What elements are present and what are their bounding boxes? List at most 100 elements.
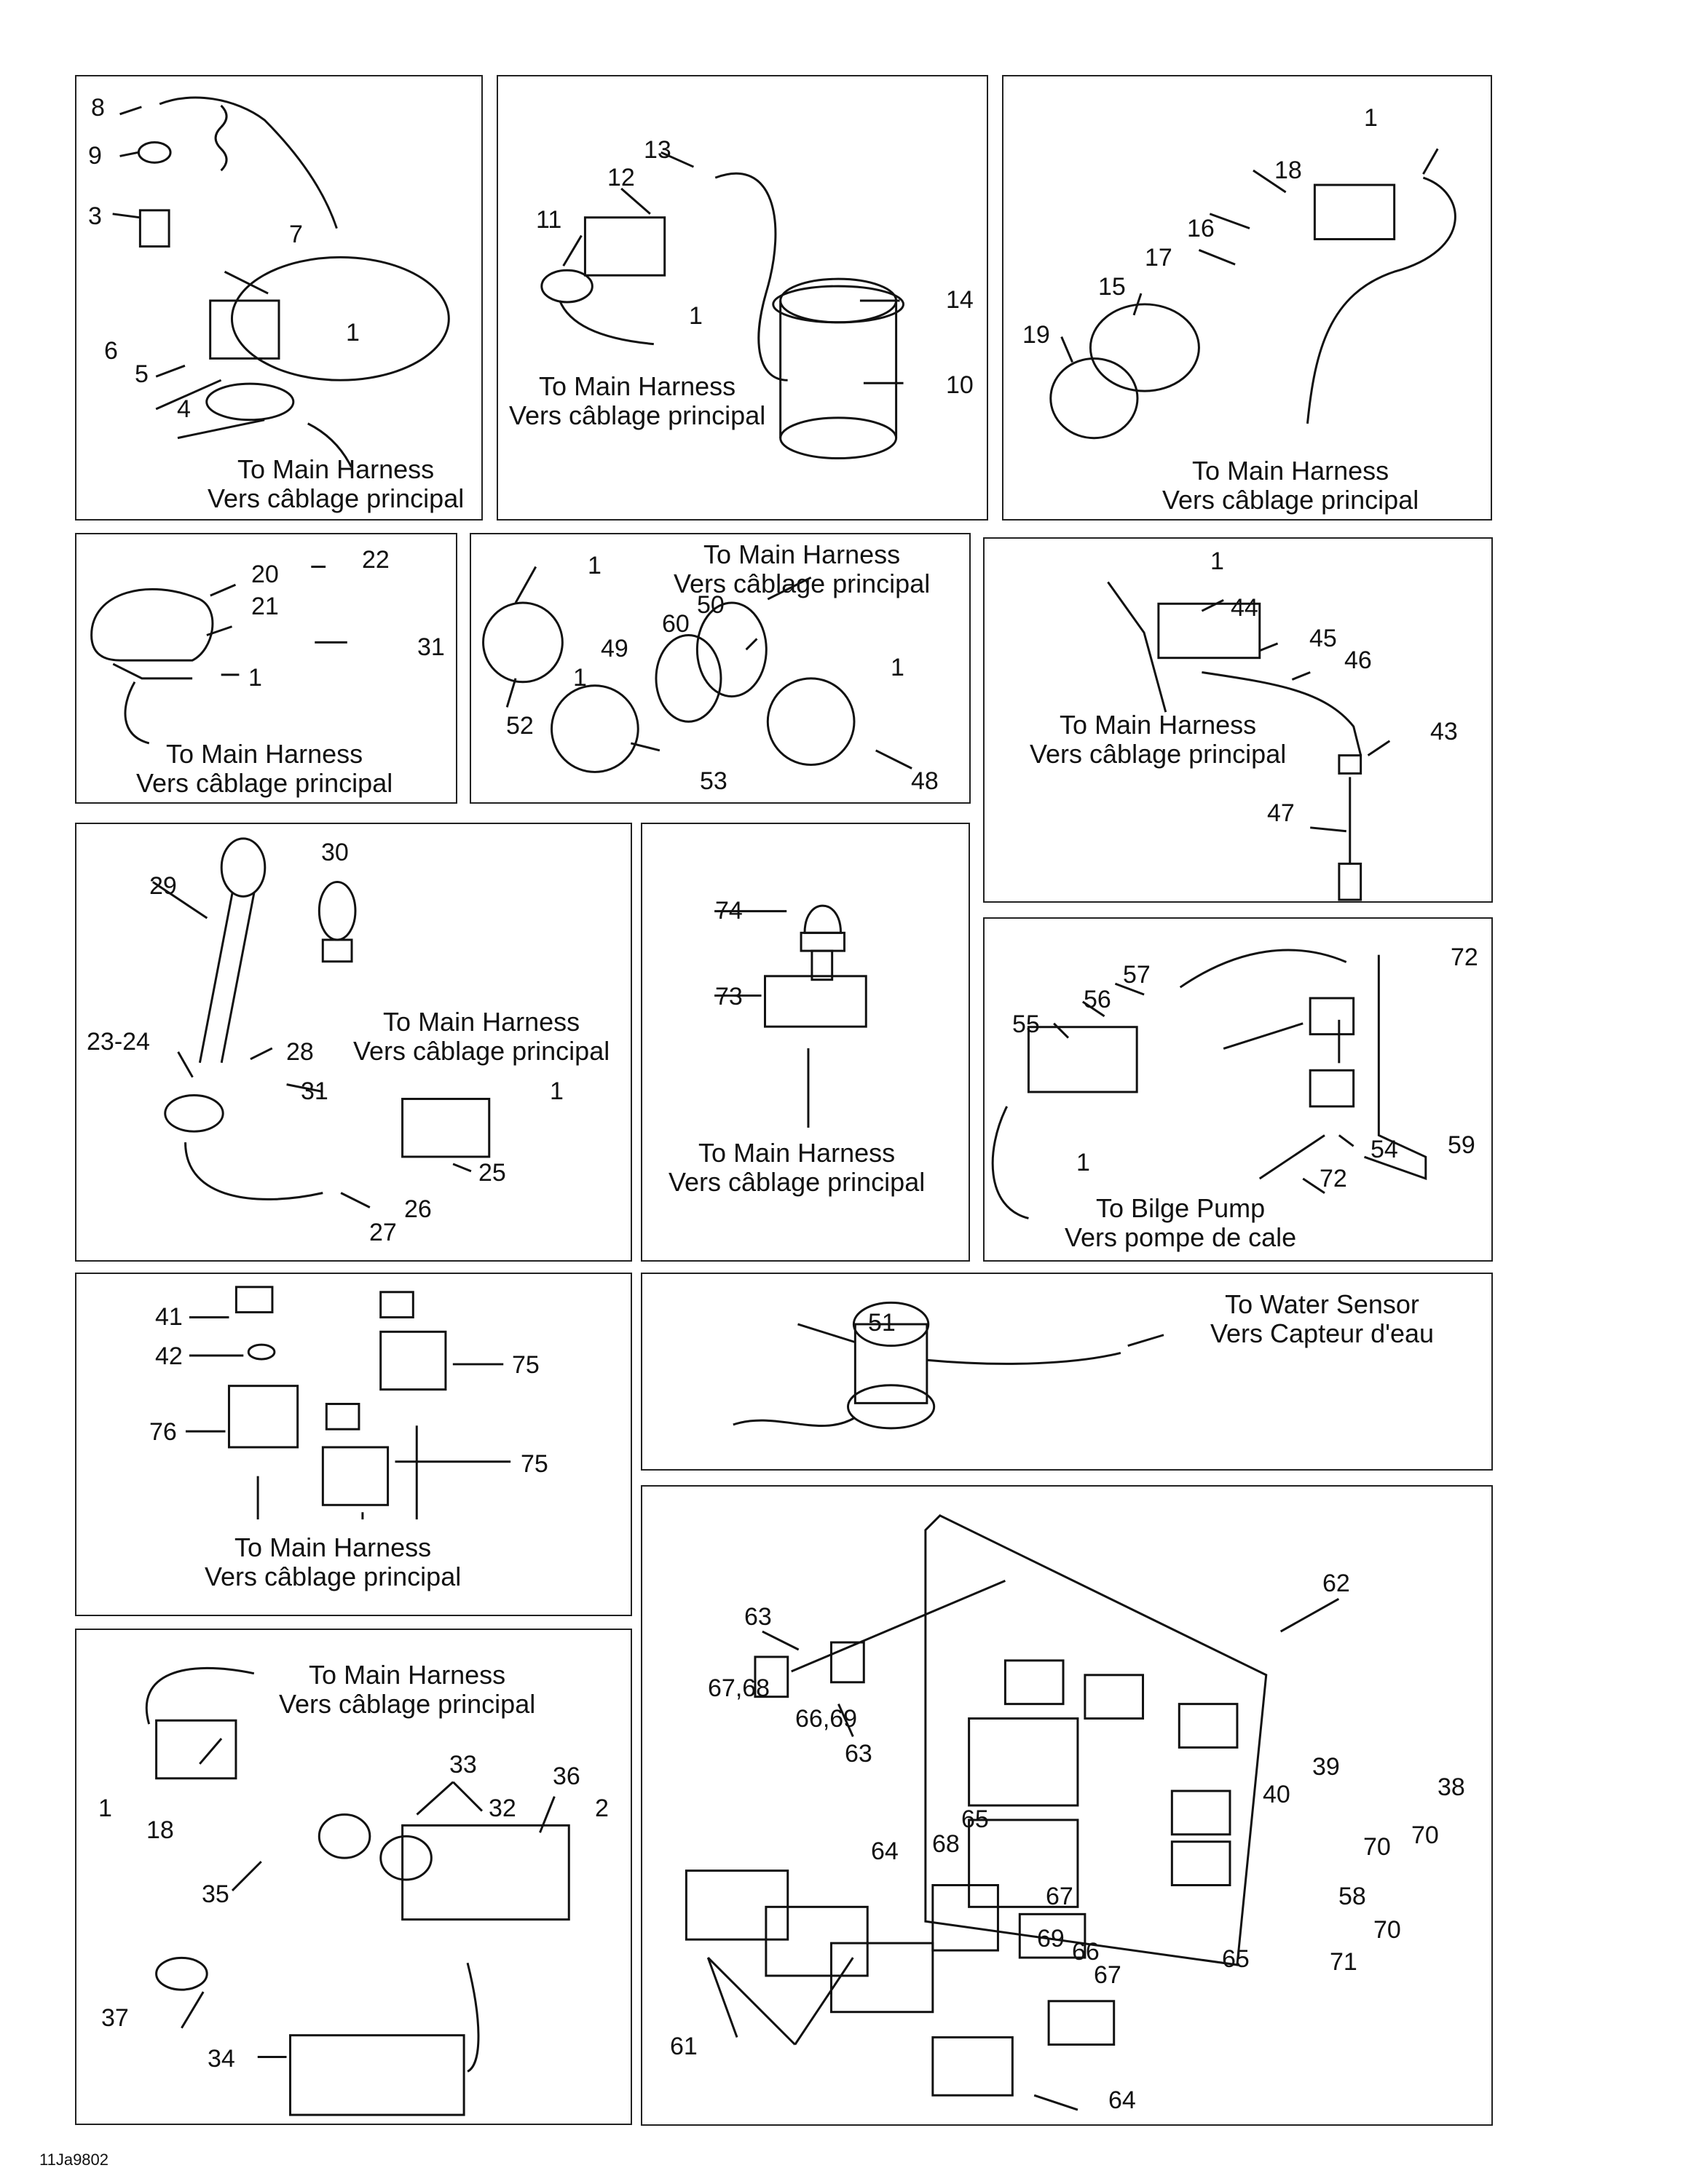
note-en: To Water Sensor	[1225, 1289, 1419, 1319]
callout-11: 11	[536, 206, 562, 234]
callout-68: 68	[932, 1830, 960, 1858]
callout-21: 21	[251, 593, 279, 620]
callout-1: 1	[1076, 1149, 1090, 1176]
fuel-sensor-drawing	[1107, 581, 1391, 901]
ecm-fuse-box-drawing	[685, 1514, 1340, 2111]
callout-16: 16	[1187, 215, 1215, 242]
lanyard-switch-drawing	[112, 96, 450, 467]
callout-1: 1	[689, 302, 703, 330]
callout-76: 76	[149, 1418, 177, 1446]
callout-66: 66	[1072, 1938, 1100, 1966]
bilge-pump-drawing	[733, 1301, 1164, 1430]
panel-temp-sensor: 1 18 16 17 15 19 To Main Harness Vers câ…	[1002, 75, 1492, 521]
callout-31: 31	[417, 633, 445, 661]
panel-gauges: 1 50 60 49 1 1 52 53 48 To Main Harness …	[470, 533, 971, 804]
callout-75: 75	[521, 1450, 548, 1478]
note-fr: Vers câblage principal	[136, 768, 393, 798]
figure-code: 11Ja9802	[39, 2151, 109, 2169]
callout-1: 1	[346, 319, 360, 347]
rotary-switches-drawing	[185, 1286, 511, 1520]
note-en: To Main Harness	[1060, 710, 1257, 740]
callout-41: 41	[155, 1303, 183, 1331]
callout-65: 65	[1222, 1945, 1250, 1973]
callout-22: 22	[362, 546, 390, 574]
callout-70: 70	[1363, 1833, 1391, 1861]
callout-9: 9	[88, 142, 102, 170]
callout-54: 54	[1370, 1136, 1398, 1163]
callout-67-68: 67,68	[708, 1674, 770, 1702]
note-fr: Vers câblage principal	[674, 569, 931, 598]
callout-67: 67	[1094, 1961, 1121, 1989]
callout-7: 7	[289, 221, 303, 248]
callout-72: 72	[1451, 943, 1478, 971]
nav-light-drawing	[90, 566, 347, 745]
callout-75: 75	[512, 1351, 540, 1379]
callout-32: 32	[489, 1795, 516, 1822]
callout-19: 19	[1022, 321, 1050, 349]
callout-14: 14	[946, 286, 974, 314]
callout-33: 33	[449, 1751, 477, 1779]
panel-lanyard-switch: 8 9 3 7 6 5 1 4 To Main Harness Vers câb…	[75, 75, 483, 521]
anchor-light-drawing	[152, 837, 491, 1208]
harness-note: To Main Harness Vers câblage principal	[1162, 456, 1419, 515]
callout-63: 63	[744, 1603, 772, 1631]
callout-62: 62	[1322, 1570, 1350, 1597]
speed-sensor-drawing	[540, 151, 905, 460]
callout-69: 69	[1037, 1925, 1065, 1952]
callout-58: 58	[1338, 1883, 1366, 1910]
callout-50: 50	[697, 591, 725, 619]
callout-2: 2	[595, 1795, 609, 1822]
callout-45: 45	[1309, 625, 1337, 652]
callout-1: 1	[1210, 547, 1224, 575]
callout-65: 65	[961, 1805, 989, 1833]
callout-12: 12	[607, 164, 635, 191]
horn-switch-drawing	[145, 1666, 570, 2116]
callout-53: 53	[700, 767, 727, 795]
callout-1: 1	[588, 552, 602, 579]
harness-note: To Main Harness Vers câblage principal	[279, 1661, 535, 1719]
panel-bilge-switch: 72 57 56 55 54 59 72 1 To Bilge Pump Ver…	[983, 917, 1493, 1262]
note-en: To Bilge Pump	[1096, 1193, 1266, 1223]
callout-20: 20	[251, 561, 279, 588]
callout-74: 74	[715, 897, 743, 925]
bilge-pump-note: To Bilge Pump Vers pompe de cale	[1065, 1194, 1296, 1252]
water-sensor-note: To Water Sensor Vers Capteur d'eau	[1210, 1290, 1434, 1348]
harness-note: To Main Harness Vers câblage principal	[669, 1139, 925, 1197]
note-fr: Vers câblage principal	[279, 1689, 536, 1719]
callout-36: 36	[553, 1762, 580, 1790]
note-en: To Main Harness	[383, 1007, 580, 1037]
callout-3: 3	[88, 202, 102, 230]
callout-47: 47	[1267, 799, 1295, 827]
callout-40: 40	[1263, 1781, 1290, 1808]
bilge-switch-drawing	[991, 949, 1427, 1219]
callout-64: 64	[1108, 2086, 1136, 2114]
callout-48: 48	[911, 767, 939, 795]
callout-17: 17	[1145, 244, 1172, 272]
note-en: To Main Harness	[539, 371, 736, 401]
note-fr: Vers pompe de cale	[1065, 1222, 1297, 1252]
callout-46: 46	[1344, 646, 1372, 674]
callout-6: 6	[104, 337, 118, 365]
callout-8: 8	[91, 94, 105, 122]
note-fr: Vers Capteur d'eau	[1210, 1318, 1435, 1348]
callout-71: 71	[1330, 1948, 1357, 1976]
callout-34: 34	[208, 2045, 235, 2073]
callout-18: 18	[146, 1816, 174, 1844]
panel-horn-switch: 1 18 33 36 32 2 35 37 34 To Main Harness…	[75, 1629, 632, 2125]
note-en: To Main Harness	[698, 1138, 896, 1168]
note-en: To Main Harness	[1192, 456, 1389, 486]
note-fr: Vers câblage principal	[669, 1167, 926, 1197]
callout-44: 44	[1231, 594, 1258, 622]
callout-31: 31	[301, 1077, 328, 1105]
callout-42: 42	[155, 1342, 183, 1370]
callout-5: 5	[135, 360, 149, 388]
panel-navigation-light: 20 22 21 31 1 To Main Harness Vers câbla…	[75, 533, 457, 804]
note-en: To Main Harness	[166, 739, 363, 769]
note-en: To Main Harness	[309, 1660, 506, 1690]
note-fr: Vers câblage principal	[208, 483, 465, 513]
callout-15: 15	[1098, 273, 1126, 301]
harness-note: To Main Harness Vers câblage principal	[353, 1008, 610, 1066]
callout-1: 1	[573, 664, 587, 692]
callout-61: 61	[670, 2033, 698, 2060]
temp-sensor-drawing	[1049, 148, 1456, 440]
